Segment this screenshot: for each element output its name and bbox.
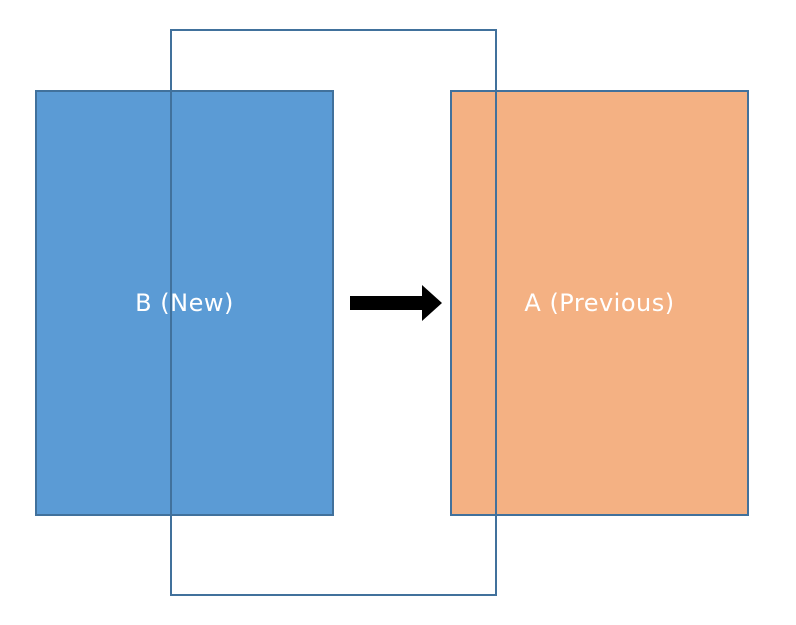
- box-a-label: A (Previous): [524, 289, 675, 317]
- right-arrow-icon: [350, 285, 442, 321]
- box-b-new: B (New): [35, 90, 334, 516]
- arrow-shape: [350, 285, 442, 321]
- box-b-label: B (New): [135, 289, 234, 317]
- box-a-previous: A (Previous): [450, 90, 749, 516]
